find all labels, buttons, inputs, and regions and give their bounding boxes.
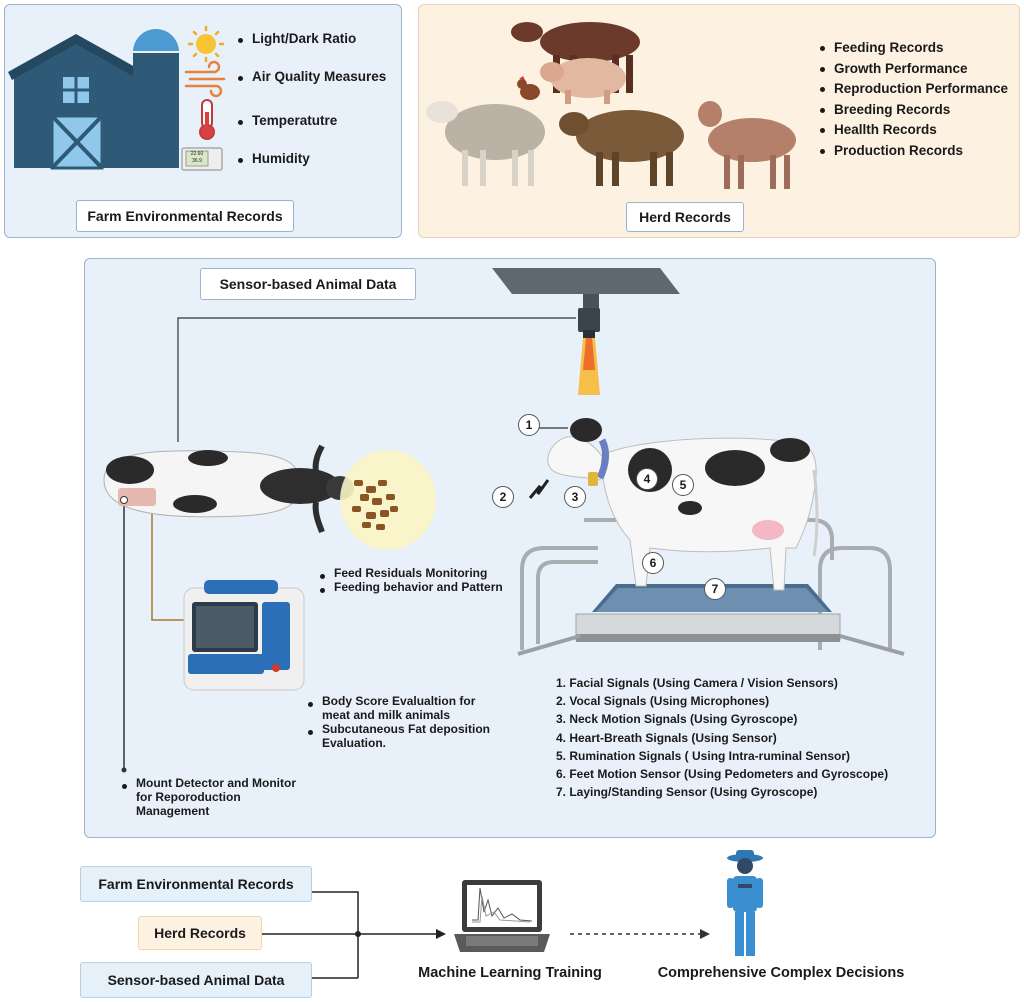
laptop-icon xyxy=(454,880,550,952)
body-note-fat: Subcutaneous Fat deposition Evaluation. xyxy=(306,722,490,750)
env-item-air: Air Quality Measures xyxy=(236,68,386,86)
topview-cow-icon xyxy=(103,444,354,534)
sun-icon xyxy=(187,25,225,63)
signal-item-facial: 1. Facial Signals (Using Camera / Vision… xyxy=(556,676,838,690)
sensor-panel-title: Sensor-based Animal Data xyxy=(200,268,416,300)
silo-icon xyxy=(133,29,179,168)
environment-list: Light/Dark Ratio Air Quality Measures Te… xyxy=(236,30,386,168)
body-notes: Body Score Evalualtion for meat and milk… xyxy=(306,694,490,750)
feed-note-residuals: Feed Residuals Monitoring xyxy=(318,566,503,580)
signal-item-laying: 7. Laying/Standing Sensor (Using Gyrosco… xyxy=(556,785,818,800)
signal-list: 1. Facial Signals (Using Camera / Vision… xyxy=(556,674,888,801)
signal-item-vocal: 2. Vocal Signals (Using Microphones) xyxy=(556,694,770,709)
flow-input-sensor: Sensor-based Animal Data xyxy=(80,962,312,998)
env-item-temp: Temperatutre xyxy=(236,112,386,130)
env-panel-title: Farm Environmental Records xyxy=(76,200,294,232)
goat-icon xyxy=(698,101,796,189)
herd-item-breeding: Breeding Records xyxy=(818,100,1008,121)
herd-item-feeding: Feeding Records xyxy=(818,38,1008,59)
flow-input-environment: Farm Environmental Records xyxy=(80,866,312,902)
hygrometer-readout-1: 22.60 xyxy=(190,151,204,157)
hygrometer-readout-2: 36.9 xyxy=(192,158,202,164)
mount-note-text: Mount Detector and Monitor for Reporoduc… xyxy=(120,776,310,818)
marker-4: 4 xyxy=(636,468,658,490)
signal-item-feet: 6. Feet Motion Sensor (Using Pedometers … xyxy=(556,767,889,782)
flow-input-herd: Herd Records xyxy=(138,916,262,950)
buffalo-icon xyxy=(559,110,684,186)
herd-item-health: Heallth Records xyxy=(818,120,1008,141)
feed-note-behavior: Feeding behavior and Pattern xyxy=(318,580,503,594)
marker-7: 7 xyxy=(704,578,726,600)
marker-5: 5 xyxy=(672,474,694,496)
signal-item-heart: 4. Heart-Breath Signals (Using Sensor) xyxy=(556,730,777,745)
thermometer-icon xyxy=(199,99,215,140)
signal-item-rumination: 5. Rumination Signals ( Using Intra-rumi… xyxy=(556,748,851,763)
weighing-platform-icon xyxy=(517,518,905,656)
feed-notes: Feed Residuals Monitoring Feeding behavi… xyxy=(318,566,503,594)
env-item-humidity: Humidity xyxy=(236,150,386,168)
camera-icon xyxy=(492,268,680,395)
ml-training-label: Machine Learning Training xyxy=(418,965,602,981)
env-item-light: Light/Dark Ratio xyxy=(236,30,386,48)
body-note-score: Body Score Evalualtion for meat and milk… xyxy=(306,694,490,722)
marker-2: 2 xyxy=(492,486,514,508)
barn-icon xyxy=(8,34,144,170)
herd-list: Feeding Records Growth Performance Repro… xyxy=(818,38,1008,161)
herd-item-growth: Growth Performance xyxy=(818,59,1008,80)
feed-icon xyxy=(340,450,436,550)
marker-6: 6 xyxy=(642,552,664,574)
ultrasound-device-icon xyxy=(183,580,305,691)
hen-icon xyxy=(517,76,540,100)
marker-3: 3 xyxy=(564,486,586,508)
wind-icon xyxy=(184,60,226,98)
hygrometer-icon xyxy=(181,147,223,171)
sheep-icon xyxy=(426,101,545,186)
pig-icon xyxy=(540,58,626,104)
farmer-icon xyxy=(727,850,763,956)
herd-panel-title: Herd Records xyxy=(626,202,744,232)
herd-item-production: Production Records xyxy=(818,141,1008,162)
herd-item-reproduction: Reproduction Performance xyxy=(818,79,1008,100)
decision-label: Comprehensive Complex Decisions xyxy=(657,965,905,981)
mount-note: Mount Detector and Monitor for Reporoduc… xyxy=(120,776,310,818)
signal-item-neck: 3. Neck Motion Signals (Using Gyroscope) xyxy=(556,712,798,727)
marker-1: 1 xyxy=(518,414,540,436)
